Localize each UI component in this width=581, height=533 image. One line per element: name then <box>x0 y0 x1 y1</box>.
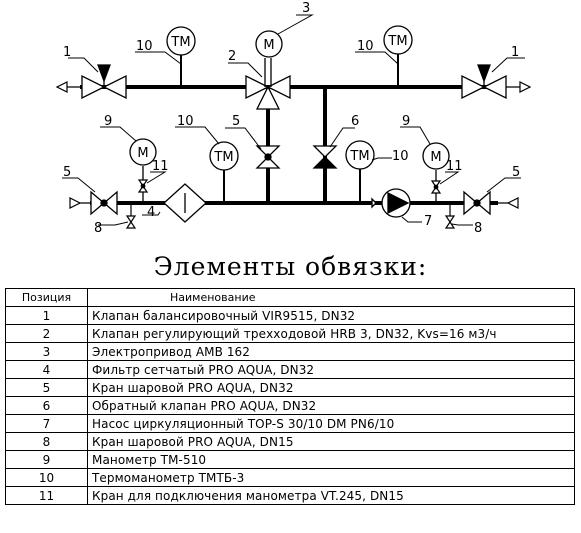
row-position: 5 <box>5 378 88 397</box>
row-name: Кран шаровой PRO AQUA, DN15 <box>87 432 575 451</box>
callout-9-right: 9 <box>402 114 410 129</box>
svg-text:ТМ: ТМ <box>213 150 233 165</box>
thermomanometer-top-right-icon: ТМ <box>383 25 413 87</box>
svg-text:М: М <box>430 150 441 165</box>
callout-7: 7 <box>424 214 432 229</box>
row-position: 7 <box>5 414 88 433</box>
ball-valve-lower-right-icon <box>463 190 491 216</box>
gauge-cock-right-icon <box>430 180 442 194</box>
callout-3: 3 <box>302 1 310 16</box>
table-header-row: Позиция Наименование <box>5 288 575 307</box>
row-position: 9 <box>5 450 88 469</box>
row-name: Электропривод AMB 162 <box>87 342 575 361</box>
callout-10-mid-left: 10 <box>177 114 194 129</box>
row-position: 10 <box>5 468 88 487</box>
manometer-left-icon: М <box>129 138 157 203</box>
piping-schematic: М ТМ ТМ ТМ ТМ М <box>55 1 532 236</box>
callout-11-left: 11 <box>152 159 169 174</box>
gauge-cock-left-icon <box>137 179 149 193</box>
row-name: Обратный клапан PRO AQUA, DN32 <box>87 396 575 415</box>
callout-2: 2 <box>228 49 236 64</box>
svg-text:М: М <box>137 146 148 161</box>
row-name: Кран шаровой PRO AQUA, DN32 <box>87 378 575 397</box>
balancing-valve-right-icon <box>461 64 507 100</box>
callout-1-left: 1 <box>63 45 71 60</box>
row-name: Клапан балансировочный VIR9515, DN32 <box>87 306 575 325</box>
svg-text:ТМ: ТМ <box>170 35 190 50</box>
inlet-arrow-right-icon <box>506 197 519 209</box>
callout-5-right: 5 <box>512 165 520 180</box>
callout-5-mid: 5 <box>232 114 240 129</box>
row-position: 11 <box>5 486 88 505</box>
row-name: Насос циркуляционный TOP-S 30/10 DM PN6/… <box>87 414 575 433</box>
strainer-filter-icon <box>163 183 207 223</box>
row-position: 2 <box>5 324 88 343</box>
callout-8-right: 8 <box>474 221 482 236</box>
callout-1-right: 1 <box>511 45 519 60</box>
outlet-arrow-left-icon <box>55 81 68 93</box>
check-valve-icon <box>312 145 338 169</box>
column-header-position: Позиция <box>5 288 88 307</box>
callout-8-left: 8 <box>94 221 102 236</box>
row-position: 6 <box>5 396 88 415</box>
column-header-name: Наименование <box>87 288 575 307</box>
thermomanometer-mid-left-icon: ТМ <box>209 141 239 203</box>
balancing-valve-left-icon <box>81 64 127 100</box>
callout-11-right: 11 <box>446 159 463 174</box>
row-name: Термоманометр ТМТБ-3 <box>87 468 575 487</box>
row-name: Кран для подключения манометра VT.245, D… <box>87 486 575 505</box>
actuator-motor-icon <box>255 30 283 58</box>
svg-text:ТМ: ТМ <box>387 34 407 49</box>
row-name: Клапан регулирующий трехходовой HRB 3, D… <box>87 324 575 343</box>
outlet-arrow-right-icon <box>519 81 532 93</box>
svg-text:М: М <box>263 38 274 53</box>
section-title: Элементы обвязки: <box>153 252 428 281</box>
circulation-pump-icon <box>371 188 411 218</box>
callout-10-top-right: 10 <box>357 39 374 54</box>
drain-valve-left-icon <box>125 203 137 229</box>
ball-valve-lower-left-icon <box>90 190 118 216</box>
callout-4: 4 <box>147 205 155 220</box>
inlet-arrow-left-icon <box>69 197 82 209</box>
three-way-valve-icon <box>245 58 291 110</box>
row-name: Манометр ТМ-510 <box>87 450 575 469</box>
ball-valve-vertical-icon <box>255 145 281 169</box>
callout-10-top-left: 10 <box>136 39 153 54</box>
callout-9-left: 9 <box>104 114 112 129</box>
thermomanometer-top-left-icon: ТМ <box>166 26 196 87</box>
row-name: Фильтр сетчатый PRO AQUA, DN32 <box>87 360 575 379</box>
svg-text:ТМ: ТМ <box>349 149 369 164</box>
callout-10-mid-right: 10 <box>392 149 409 164</box>
row-position: 3 <box>5 342 88 361</box>
row-position: 1 <box>5 306 88 325</box>
thermomanometer-mid-right-icon: ТМ <box>345 140 375 203</box>
drain-valve-right-icon <box>444 203 456 229</box>
row-position: 4 <box>5 360 88 379</box>
callout-5-left: 5 <box>63 165 71 180</box>
row-position: 8 <box>5 432 88 451</box>
manometer-right-icon: М <box>422 142 450 203</box>
callout-6: 6 <box>351 114 359 129</box>
